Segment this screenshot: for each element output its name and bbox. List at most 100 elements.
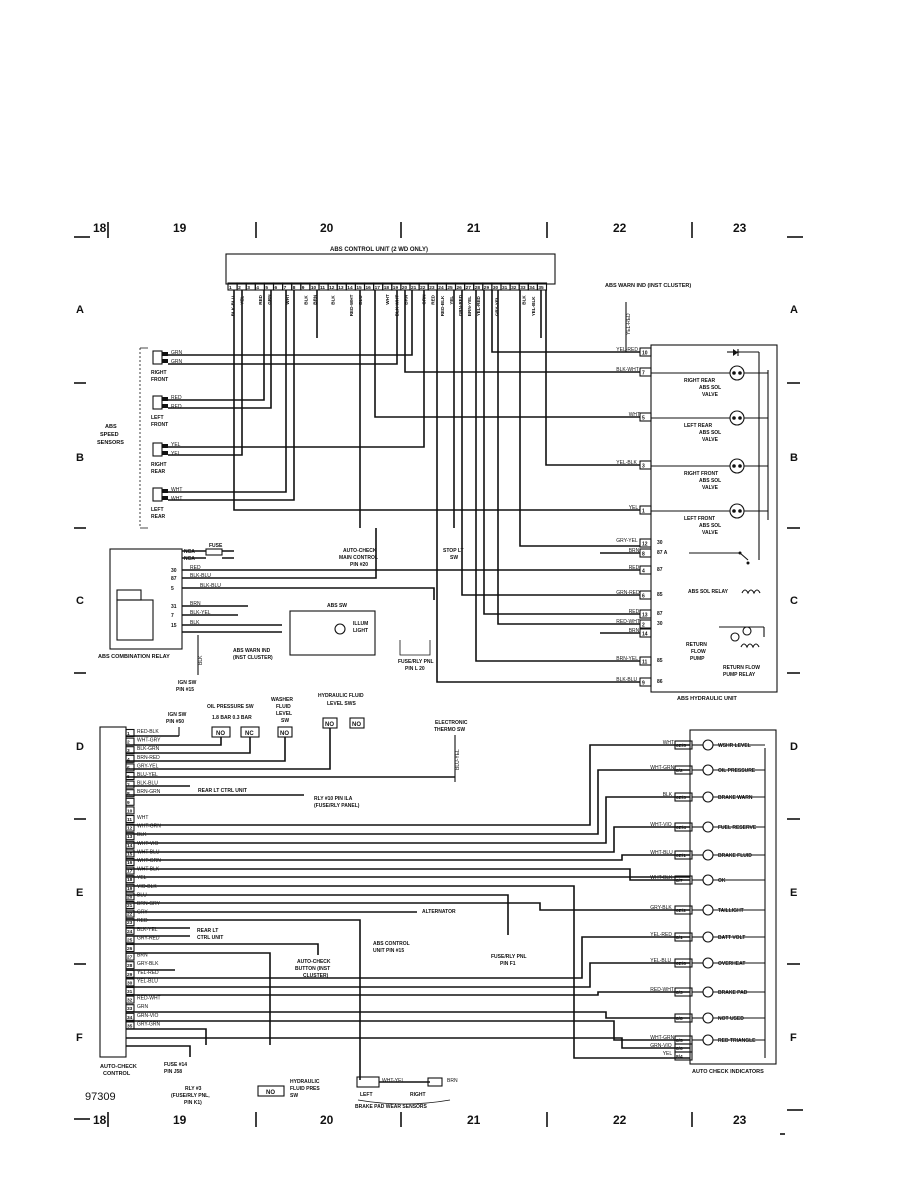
speed-sensor-icon (152, 350, 163, 365)
svg-text:NO: NO (216, 731, 225, 737)
acc-wire-label: GRY-YEL (137, 763, 159, 769)
abs-sw-label: ABS SW (327, 603, 347, 609)
valve-label: RIGHT FRONT (684, 471, 718, 477)
acc-pin-15 (125, 849, 135, 858)
acu-pin-number: 35 (538, 285, 544, 291)
acu-wire-label: BLK (331, 295, 336, 305)
sol-relay-coil-icon (741, 589, 761, 595)
acc-pin-number: 33 (127, 1006, 133, 1012)
grid-top-22: 22 (613, 221, 627, 235)
indicator-lamp-icon (702, 986, 714, 998)
acu-pin-number: 11 (320, 285, 325, 291)
acu-pin-number: 16 (366, 285, 372, 291)
acu-pin-number: 31 (502, 285, 508, 291)
brake-pad-left-label: LEFT (360, 1092, 373, 1098)
hyd-pin-number: 1 (642, 509, 645, 515)
grid-left-a: A (76, 304, 84, 316)
grid-top-21: 21 (467, 221, 481, 235)
acu-wire-label: WHT (385, 294, 390, 305)
hyd-pin-number: 9 (642, 681, 645, 687)
acc-wire-label: BLK-GRN (137, 746, 160, 752)
acu-pin-number: 1 (229, 285, 232, 291)
acc-wire-label: WHT (137, 815, 148, 821)
hyd-pin-number: 8 (642, 552, 645, 558)
sensor-pin (162, 489, 168, 493)
sensor-name: REAR (151, 514, 166, 520)
acc-pin-number: 13 (127, 834, 133, 840)
fuse-icon (205, 548, 223, 556)
abs-control-pin-label: ABS CONTROL (373, 941, 410, 947)
auto-check-indicators-title: AUTO CHECK INDICATORS (692, 1069, 764, 1075)
indicator-wire-label: RED-WHT (650, 987, 674, 993)
svg-text:BUTTON (INST: BUTTON (INST (295, 966, 330, 972)
sol-valve-icon (729, 503, 745, 519)
sensor-pin (162, 359, 168, 363)
svg-text:CLUSTER): CLUSTER) (303, 973, 329, 979)
hyd-wire-label: BRN (629, 628, 640, 634)
acc-wire-label: BRN-GRN (137, 789, 161, 795)
abs-control-unit-title: ABS CONTROL UNIT (2 WD ONLY) (330, 247, 428, 253)
acu-pin-number: 8 (293, 285, 296, 291)
sensor-name: FRONT (151, 377, 168, 383)
alternator-label: ALTERNATOR (422, 909, 456, 915)
fuse-rly-pnl-f1-label: FUSE/RLY PNL (491, 954, 527, 960)
relay-wire-label: BLK (190, 620, 200, 626)
indicator-label: OIL PRESSURE (718, 768, 756, 774)
sensor-wire-label: RED (171, 395, 182, 401)
svg-text:NO: NO (325, 722, 334, 728)
indicator-pin-label: 8/2 (676, 768, 683, 774)
svg-text:WHT-YEL: WHT-YEL (382, 1078, 404, 1084)
acc-wire-label: GRY-RED (137, 935, 160, 941)
sensor-pin (162, 397, 168, 401)
acu-pin-number: 25 (447, 285, 453, 291)
svg-text:BLK: BLK (198, 655, 204, 665)
valve-label: ABS SOL (699, 430, 721, 436)
relay-terminal-label: 86 (657, 679, 663, 685)
relay-terminal: NCA (184, 556, 195, 562)
hyd-wire-label: RED (629, 565, 640, 571)
indicator-pin-label: 6E/3 (676, 795, 686, 801)
misc-labels: AUTO-CHECK MAIN CONTROL PIN #20 STOP LT … (339, 548, 464, 672)
acc-pin-number: 15 (127, 851, 133, 857)
sensor-name: LEFT (151, 415, 164, 421)
acc-pin-5 (125, 763, 135, 772)
rear-lt-ctrl-label: REAR LT CTRL UNIT (198, 788, 247, 794)
acc-pin-number: 24 (127, 929, 133, 935)
acc-pin-6 (125, 771, 135, 781)
svg-text:CONTROL: CONTROL (103, 1071, 131, 1077)
acc-wire-label: YEL-BLU (137, 978, 158, 984)
svg-text:LEVEL SWS: LEVEL SWS (327, 701, 356, 707)
sensor-wire-label: YEL (171, 451, 181, 457)
rly-3-label: RLY #3 (185, 1086, 202, 1092)
hyd-pin-number: 13 (642, 613, 648, 619)
acc-pin-number: 3 (127, 748, 130, 754)
acc-pin-number: 26 (127, 946, 133, 952)
acu-pin-number: 27 (466, 285, 472, 291)
indicator-label: BATT VOLT (718, 935, 745, 941)
relay-terminal-list: NCANCA3087531715REDBLK-BLUBLK-BLUBRNBLK-… (171, 549, 221, 629)
acu-pin-number: 13 (338, 285, 344, 291)
hyd-wire-label: BLK-WHT (616, 367, 639, 373)
indicator-wire-label: WHT-VIO (650, 822, 671, 828)
acc-pin-number: 32 (127, 998, 133, 1004)
indicator-pin-label: 8/7 (676, 878, 683, 884)
acu-wire-label: BRN (403, 294, 408, 305)
acu-wire-label: RED (431, 294, 436, 304)
acc-pin-number: 2 (127, 740, 130, 746)
indicator-lamp-icon (702, 764, 714, 776)
acc-pin-14 (125, 840, 135, 849)
indicator-pin-label: 8/8 (676, 1016, 683, 1022)
indicator-label: OVERHEAT (718, 961, 745, 967)
wires-lower (126, 728, 690, 1087)
acu-pin-35 (536, 282, 548, 291)
acu-pin-number: 32 (511, 285, 517, 291)
svg-text:PIN L 20: PIN L 20 (405, 666, 425, 672)
valve-label: VALVE (702, 485, 719, 491)
acu-pin-number: 33 (520, 285, 526, 291)
stop-lt-label: STOP LT (443, 548, 464, 554)
grid-top-20: 20 (320, 221, 334, 235)
valve-label: LEFT FRONT (684, 516, 715, 522)
acc-wire-label: RED-WHT (137, 996, 161, 1002)
svg-text:LEVEL: LEVEL (276, 711, 292, 717)
